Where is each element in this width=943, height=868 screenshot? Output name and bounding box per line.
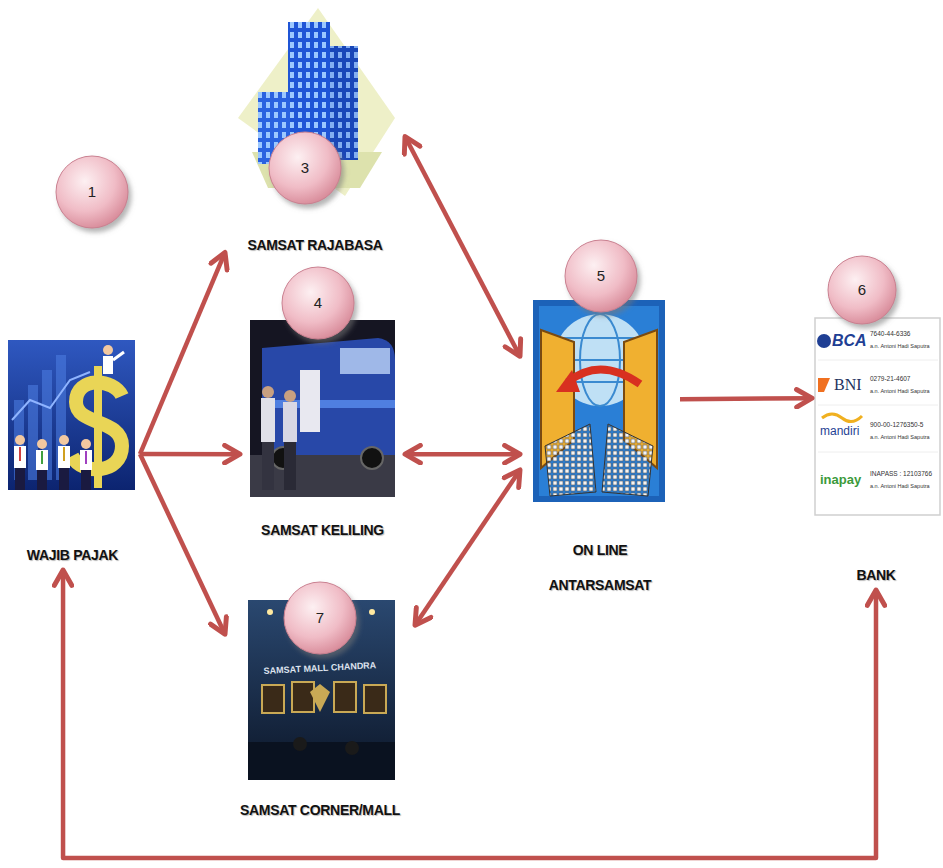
node-box: SAMSAT CORNER/MALL (225, 598, 415, 825)
node-label: BANK (856, 567, 895, 584)
callout-number: 1 (88, 184, 96, 201)
account-number: 0279-21-4607 (870, 375, 910, 382)
callout-circles (56, 132, 896, 654)
node-box: ON LINE ANTARSAMSAT (520, 298, 680, 605)
account-number: 900-00-1276350-5 (870, 421, 924, 428)
node-label: ON LINE ANTARSAMSAT (540, 533, 660, 603)
node-box: SAMSAT KELILING (240, 318, 405, 545)
flow-arrow (140, 452, 240, 457)
callout-number: 7 (316, 610, 324, 627)
bank-logo: mandiri (820, 425, 859, 438)
flow-arrow (680, 398, 812, 399)
callout-number: 3 (301, 160, 309, 177)
network-illustration (533, 300, 665, 502)
account-holder: a.n. Antoni Hadi Saputra (870, 483, 930, 489)
flow-arrow (405, 452, 520, 457)
node-label: SAMSAT RAJABASA (247, 237, 382, 254)
flow-arrow (140, 252, 225, 454)
taxpayer-illustration (8, 340, 135, 490)
node-box: WAJIB PAJAK (5, 338, 140, 570)
callout-number: 4 (314, 295, 322, 312)
account-holder: a.n. Antoni Hadi Saputra (870, 388, 930, 394)
flow-arrow (405, 137, 520, 357)
account-number: 7640-44-6336 (870, 330, 910, 337)
callout-number: 5 (597, 268, 605, 285)
flow-arrow (415, 470, 520, 625)
account-number: INAPASS : 12103766 (870, 470, 932, 477)
bank-accounts-image (815, 318, 940, 515)
node-label: SAMSAT CORNER/MALL (240, 802, 400, 819)
bank-logo: BNI (834, 376, 862, 394)
node-box: SAMSAT RAJABASA (225, 8, 405, 260)
flow-arrow (140, 454, 225, 634)
node-label: SAMSAT KELILING (261, 522, 384, 539)
node-box: BANK (812, 316, 940, 590)
callout-number: 6 (858, 282, 866, 299)
node-label: WAJIB PAJAK (27, 547, 118, 564)
bank-logo: BCA (832, 332, 867, 350)
account-holder: a.n. Antoni Hadi Saputra (870, 343, 930, 349)
wall-sign-text: SAMSAT MALL CHANDRA (263, 661, 376, 677)
flow-arrow (63, 570, 876, 858)
account-holder: a.n. Antoni Hadi Saputra (870, 434, 930, 440)
mobile-office-photo (250, 320, 395, 497)
bank-logo: inapay (820, 473, 861, 487)
